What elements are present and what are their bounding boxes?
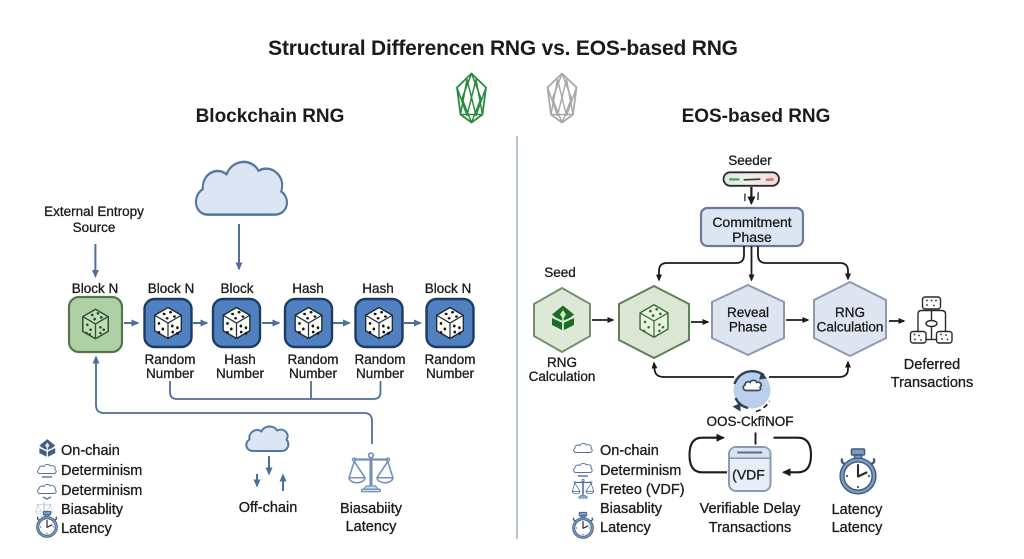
svg-text:On-chain: On-chain [61, 443, 120, 459]
svg-text:RNG: RNG [547, 355, 577, 370]
svg-text:Random: Random [144, 352, 195, 367]
svg-text:Transactions: Transactions [891, 375, 973, 391]
svg-text:Commitment: Commitment [712, 214, 791, 230]
svg-text:Number: Number [426, 366, 475, 381]
svg-text:Hash: Hash [224, 352, 256, 367]
svg-text:Number: Number [146, 366, 195, 381]
svg-text:External Entropy: External Entropy [44, 204, 144, 219]
svg-text:Random: Random [424, 352, 475, 367]
svg-text:Number: Number [216, 366, 265, 381]
svg-text:Number: Number [356, 366, 405, 381]
svg-text:Source: Source [73, 220, 116, 235]
svg-text:Off-chain: Off-chain [239, 500, 298, 516]
svg-text:Latency: Latency [346, 519, 398, 535]
svg-text:Verifiable Delay: Verifiable Delay [700, 501, 801, 517]
svg-text:Latency: Latency [61, 521, 113, 537]
svg-text:Seeder: Seeder [728, 153, 772, 168]
svg-text:Biasablity: Biasablity [61, 502, 124, 518]
svg-text:(VDF: (VDF [732, 467, 765, 483]
svg-text:Phase: Phase [729, 320, 767, 335]
svg-text:Hash: Hash [362, 281, 394, 296]
svg-text:Random: Random [354, 352, 405, 367]
svg-text:Hash: Hash [292, 281, 324, 296]
svg-text:Structural Differencen RNG vs.: Structural Differencen RNG vs. EOS-based… [268, 37, 738, 60]
svg-text:Latency: Latency [832, 520, 884, 536]
svg-text:Biasablity: Biasablity [600, 501, 663, 517]
svg-text:Freteо (VDF): Freteо (VDF) [600, 482, 685, 498]
svg-text:Blockchain RNG: Blockchain RNG [196, 106, 345, 127]
svg-text:Determinism: Determinism [61, 483, 142, 499]
svg-text:Block N: Block N [148, 281, 195, 296]
svg-text:Reveal: Reveal [727, 305, 769, 320]
svg-text:RNG: RNG [835, 305, 865, 320]
svg-text:Block N: Block N [72, 281, 119, 296]
svg-text:Calculation: Calculation [529, 369, 596, 384]
svg-text:Block: Block [220, 281, 253, 296]
svg-text:Determinism: Determinism [61, 463, 142, 479]
svg-text:Calculation: Calculation [817, 320, 884, 335]
svg-text:Latency: Latency [600, 520, 652, 536]
svg-text:Deferred: Deferred [904, 357, 960, 373]
svg-text:Random: Random [287, 352, 338, 367]
svg-text:On-chain: On-chain [600, 443, 659, 459]
svg-text:Number: Number [289, 366, 338, 381]
svg-text:Seed: Seed [544, 265, 576, 280]
svg-text:Determinism: Determinism [600, 463, 681, 479]
svg-text:Latency: Latency [832, 502, 884, 518]
svg-text:Biasabiity: Biasabiity [340, 501, 403, 517]
svg-text:EOS-based RNG: EOS-based RNG [682, 106, 831, 127]
svg-text:Block N: Block N [425, 281, 472, 296]
svg-text:Transactions: Transactions [709, 520, 791, 536]
svg-text:Phase: Phase [732, 229, 772, 245]
svg-text:OOS-CkfîNOF: OOS-CkfîNOF [707, 414, 794, 429]
